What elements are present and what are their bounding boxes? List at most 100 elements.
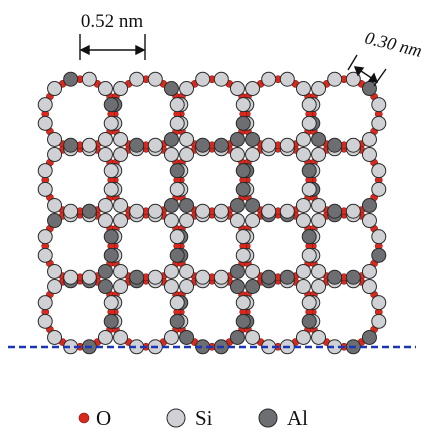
silicon-atom xyxy=(97,197,113,213)
silicon-atom xyxy=(361,147,377,163)
aluminum-atom xyxy=(103,229,119,245)
silicon-atom xyxy=(113,147,129,163)
silicon-atom xyxy=(311,81,327,97)
aluminum-atom xyxy=(195,137,211,153)
silicon-atom xyxy=(103,181,119,197)
silicon-atom xyxy=(235,247,251,263)
silicon-atom xyxy=(113,329,129,345)
aluminum-atom xyxy=(327,203,343,219)
silicon-atom xyxy=(47,147,63,163)
silicon-atom xyxy=(245,147,261,163)
aluminum-atom xyxy=(327,269,343,285)
silicon-atom xyxy=(301,115,317,131)
silicon-atom xyxy=(37,247,53,263)
aluminum-atom xyxy=(229,131,245,147)
silicon-atom xyxy=(195,269,211,285)
t-site-atom-layer xyxy=(37,71,387,355)
silicon-atom xyxy=(179,279,195,295)
silicon-atom xyxy=(361,131,377,147)
silicon-atom xyxy=(47,279,63,295)
silicon-atom xyxy=(301,295,317,311)
silicon-atom xyxy=(213,203,229,219)
legend: O Si Al xyxy=(78,406,308,430)
silicon-atom xyxy=(371,163,387,179)
silicon-atom xyxy=(279,71,295,87)
silicon-atom xyxy=(213,71,229,87)
silicon-atom xyxy=(163,279,179,295)
aluminum-atom xyxy=(301,313,317,329)
silicon-atom xyxy=(195,71,211,87)
silicon-atom xyxy=(245,81,261,97)
silicon-atom xyxy=(97,147,113,163)
legend-aluminum-marker xyxy=(258,408,278,428)
silicon-atom xyxy=(345,137,361,153)
aluminum-atom xyxy=(245,279,261,295)
silicon-atom xyxy=(103,295,119,311)
aluminum-atom xyxy=(129,269,145,285)
silicon-atom xyxy=(311,197,327,213)
silicon-atom xyxy=(279,137,295,153)
silicon-atom xyxy=(37,97,53,113)
aluminum-atom xyxy=(279,269,295,285)
aluminum-atom xyxy=(229,279,245,295)
silicon-atom xyxy=(229,213,245,229)
silicon-atom xyxy=(245,329,261,345)
silicon-atom xyxy=(245,213,261,229)
legend-silicon-marker xyxy=(166,408,186,428)
silicon-atom xyxy=(163,329,179,345)
silicon-atom xyxy=(295,329,311,345)
aluminum-atom xyxy=(169,247,185,263)
aluminum-atom xyxy=(229,197,245,213)
silicon-atom xyxy=(295,147,311,163)
aluminum-atom xyxy=(235,181,251,197)
silicon-atom xyxy=(37,313,53,329)
silicon-atom xyxy=(47,197,63,213)
spacing-label: 0.52 nm xyxy=(81,11,144,32)
silicon-atom xyxy=(113,213,129,229)
aluminum-atom xyxy=(301,229,317,245)
silicon-atom xyxy=(345,71,361,87)
aluminum-atom xyxy=(97,279,113,295)
silicon-atom xyxy=(81,71,97,87)
aluminum-atom xyxy=(361,81,377,97)
aluminum-atom xyxy=(103,97,119,113)
silicon-atom xyxy=(113,279,129,295)
ring-label: 0.30 nm xyxy=(363,27,424,60)
legend-oxygen-marker xyxy=(78,412,90,424)
silicon-atom xyxy=(169,97,185,113)
silicon-atom xyxy=(163,147,179,163)
silicon-atom xyxy=(113,263,129,279)
aluminum-atom xyxy=(245,197,261,213)
aluminum-atom xyxy=(301,163,317,179)
silicon-atom xyxy=(295,81,311,97)
silicon-atom xyxy=(361,263,377,279)
aluminum-atom xyxy=(63,137,79,153)
aluminum-atom xyxy=(163,197,179,213)
silicon-atom xyxy=(163,213,179,229)
ring-dimension-marker xyxy=(347,54,387,87)
legend-aluminum-label: Al xyxy=(287,406,308,430)
silicon-atom xyxy=(81,269,97,285)
silicon-atom xyxy=(81,137,97,153)
silicon-atom xyxy=(311,147,327,163)
silicon-atom xyxy=(129,203,145,219)
aluminum-atom xyxy=(327,137,343,153)
silicon-atom xyxy=(371,115,387,131)
aluminum-atom xyxy=(103,247,119,263)
silicon-atom xyxy=(37,163,53,179)
silicon-atom xyxy=(113,81,129,97)
silicon-atom xyxy=(311,329,327,345)
silicon-atom xyxy=(47,329,63,345)
silicon-atom xyxy=(97,81,113,97)
silicon-atom xyxy=(113,197,129,213)
legend-silicon-label: Si xyxy=(195,406,213,430)
silicon-atom xyxy=(261,137,277,153)
aluminum-atom xyxy=(63,71,79,87)
silicon-atom xyxy=(179,213,195,229)
aluminum-atom xyxy=(179,197,195,213)
aluminum-atom xyxy=(169,163,185,179)
aluminum-atom xyxy=(345,269,361,285)
silicon-atom xyxy=(147,137,163,153)
silicon-atom xyxy=(371,97,387,113)
